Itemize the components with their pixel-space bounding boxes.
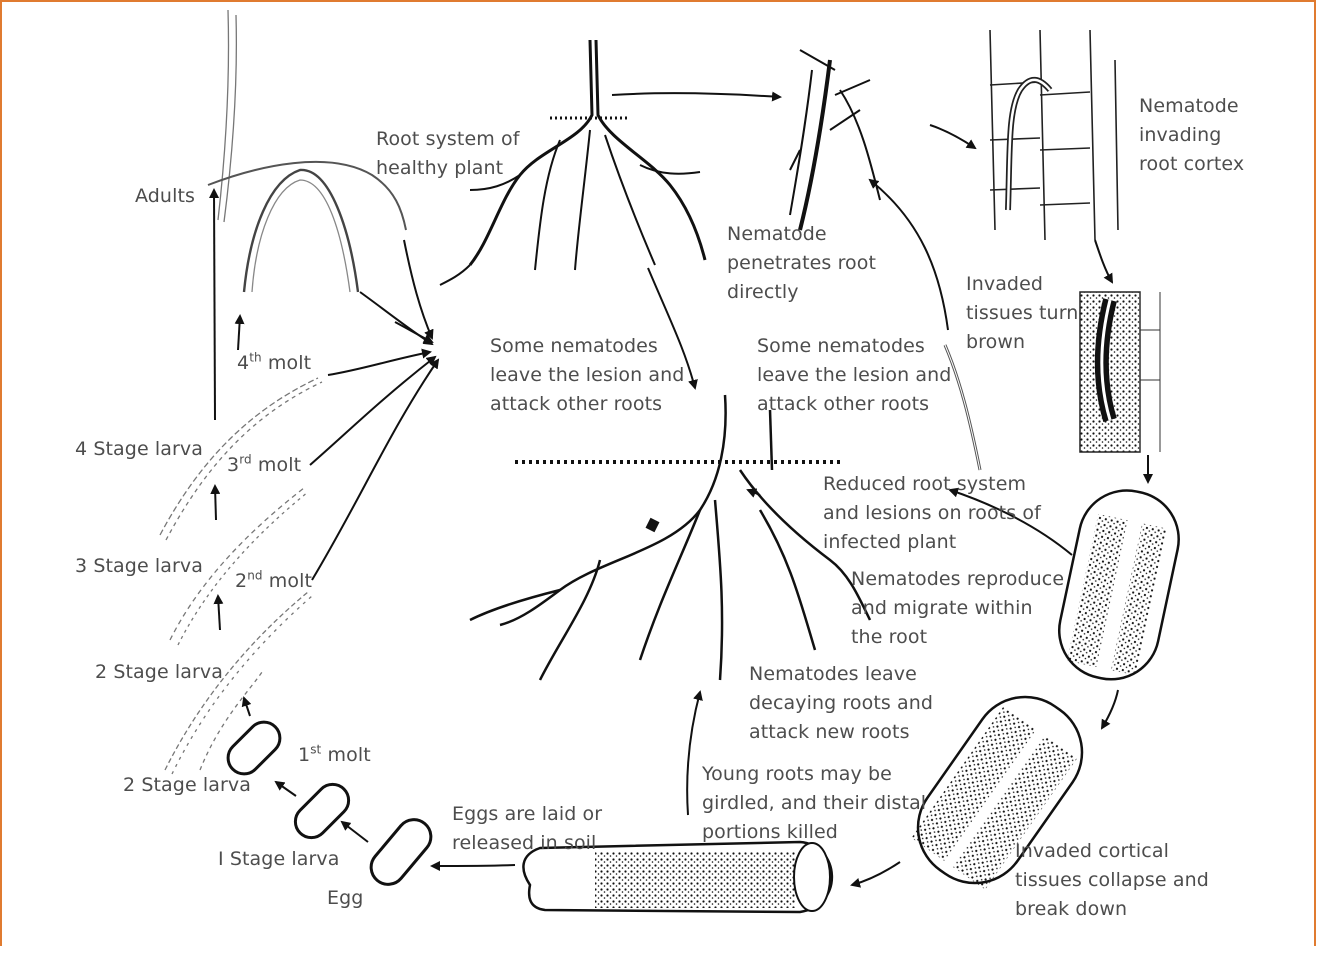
arrow-2nd-molt bbox=[312, 360, 438, 580]
root-cortex-cells bbox=[990, 30, 1118, 240]
arrow-to-egg bbox=[432, 865, 515, 866]
arrow-3rd-molt bbox=[310, 357, 435, 465]
arrow-to-brown bbox=[1095, 240, 1112, 282]
label-stage2-larva-upper: 2 Stage larva bbox=[95, 658, 223, 687]
label-egg: Egg bbox=[327, 884, 363, 913]
arrow-to-4stage bbox=[215, 486, 216, 520]
arrow-4th-molt-up bbox=[238, 316, 240, 350]
arrow-to-3stage bbox=[218, 596, 220, 630]
label-stage1-larva: I Stage larva bbox=[218, 845, 340, 874]
label-stage3-larva: 3 Stage larva bbox=[75, 552, 203, 581]
arrow-young-roots-up bbox=[687, 692, 700, 815]
arrow-to-2stage bbox=[244, 698, 250, 716]
label-molt-3: 3rd molt bbox=[227, 451, 301, 480]
label-stage2-larva-lower: 2 Stage larva bbox=[123, 771, 251, 800]
arrow-brown-to-penetrate bbox=[870, 180, 948, 330]
arrow-to-adults bbox=[214, 190, 215, 420]
arrow-to-penetrate bbox=[612, 93, 780, 97]
infected-root-drawing bbox=[470, 395, 870, 680]
arrow-to-girdled bbox=[852, 862, 900, 885]
arrow-larva1-to-molt bbox=[276, 782, 296, 796]
penetrating-root bbox=[790, 50, 880, 230]
label-adults: Adults bbox=[135, 182, 195, 211]
arrow-to-invading bbox=[930, 125, 975, 148]
label-molt-1: 1st molt bbox=[298, 741, 371, 770]
arrow-egg-to-larva1 bbox=[342, 822, 368, 842]
root-cylinder-reproduce bbox=[1050, 482, 1187, 689]
brown-tissue-cells bbox=[1080, 292, 1160, 452]
adult-worm-vertical bbox=[218, 10, 229, 220]
arrow-to-collapse bbox=[1102, 690, 1118, 728]
label-molt-2: 2nd molt bbox=[235, 567, 312, 596]
label-stage4-larva: 4 Stage larva bbox=[75, 435, 203, 464]
label-molt-4: 4th molt bbox=[237, 349, 311, 378]
arrow-adult-right bbox=[404, 240, 432, 338]
arrow-4th-molt bbox=[328, 352, 430, 375]
